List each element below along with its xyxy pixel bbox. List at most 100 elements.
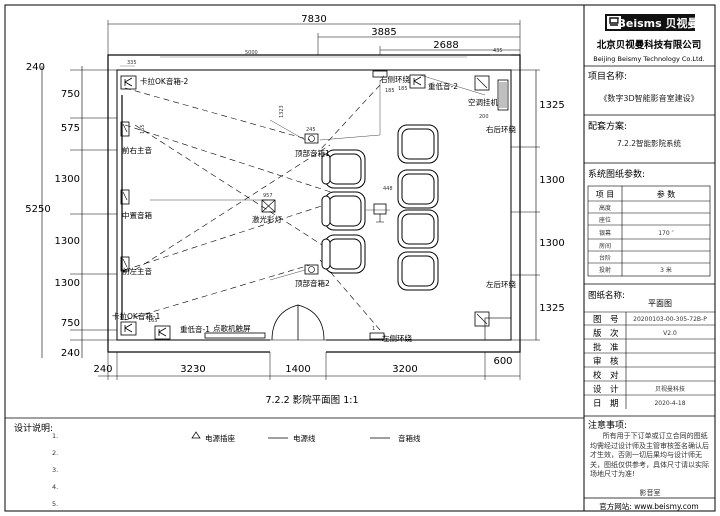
front-left-speaker-icon <box>120 256 130 272</box>
label-karaoke-speaker-2: 卡拉OK音箱-2 <box>140 76 189 86</box>
inner-wall <box>116 69 512 341</box>
dim-top-right: 2688 <box>433 40 458 51</box>
ac-unit-icon <box>497 79 509 111</box>
info-1-b: 次 <box>610 328 619 339</box>
subwoofer-1-icon <box>154 325 171 340</box>
params-header-item: 项 目 <box>596 190 615 199</box>
seat-icon <box>397 169 439 209</box>
label-front-left: 前左主音 <box>122 266 152 276</box>
dim-right-0: 1325 <box>539 100 564 111</box>
seat-icon <box>397 209 439 249</box>
info-6-b: 期 <box>610 399 619 409</box>
info-0-a: 图 <box>593 315 602 325</box>
legend-power-line: 电源线 <box>293 433 316 443</box>
outer-wall <box>107 54 521 353</box>
dim-left-1: 575 <box>61 123 80 134</box>
inner-dim-3: 185 <box>385 88 395 94</box>
inner-dim-1: 245 <box>306 127 316 133</box>
info-5-b: 计 <box>610 384 619 395</box>
design-note-2: 2. <box>52 449 58 457</box>
label-ceiling-1: 顶部音箱1 <box>295 148 330 158</box>
inner-dim-9: 200 <box>479 114 489 120</box>
label-ceiling-2: 顶部音箱2 <box>295 278 330 288</box>
room-label: 影音室 <box>640 488 661 497</box>
seat-icon <box>397 251 439 291</box>
label-rear-right-surround: 右后环绕 <box>486 124 516 134</box>
params-table <box>587 185 711 277</box>
info-6-a: 日 <box>593 399 602 409</box>
project-name-label: 项目名称: <box>588 70 627 82</box>
params-label: 系统图纸参数: <box>588 168 645 180</box>
dim-top-small-center: 5000 <box>245 50 258 56</box>
plan-caption: 7.2.2 影院平面图 1:1 <box>265 394 358 406</box>
dim-left-total: 5250 <box>25 204 50 215</box>
params-header-value: 参 数 <box>657 189 676 199</box>
label-karaoke-speaker-1: 卡拉OK音箱-1 <box>112 311 161 321</box>
param-row-3-name: 房间 <box>599 242 611 250</box>
right-surround-icon <box>372 70 388 78</box>
left-surround-icon <box>369 332 385 340</box>
karaoke-speaker-1-icon <box>120 321 137 336</box>
param-row-5-name: 投射 <box>599 266 611 274</box>
inner-dim-8: 1 <box>372 326 375 332</box>
scheme-name: 7.2.2智能影院系统 <box>617 138 682 148</box>
dim-bottom-2: 1400 <box>285 364 310 375</box>
inner-dim-6: 165 <box>140 124 146 134</box>
projector-icon <box>373 203 387 223</box>
floor-plan: 7830 3885 2688 5250 240 750 575 1300 130… <box>25 14 564 406</box>
drawing-name-label: 图纸名称: <box>588 290 625 301</box>
dim-right-2: 1300 <box>539 238 564 249</box>
inner-dim-4: 448 <box>383 186 393 192</box>
dim-top-small-right: 435 <box>493 48 503 54</box>
info-2-b: 准 <box>610 342 619 353</box>
project-name: 《数字3D智能影音室建设》 <box>599 93 698 103</box>
dim-bottom-4: 600 <box>493 356 512 367</box>
rear-right-surround-icon <box>474 75 490 91</box>
company-name-cn: 北京贝视曼科技有限公司 <box>597 39 702 51</box>
website[interactable]: 官方网站: www.beismy.com <box>599 501 698 511</box>
info-3-b: 核 <box>610 356 619 367</box>
dim-left-top-small: 240 <box>26 62 45 73</box>
door-left <box>271 304 299 341</box>
company-name-en: Beijing Beismy Technology Co.Ltd. <box>593 55 704 63</box>
dim-top-total: 7830 <box>301 14 326 25</box>
param-row-4-name: 台阶 <box>599 254 611 262</box>
dim-left-3: 1300 <box>55 236 80 247</box>
inner-dim-2: 957 <box>263 193 273 199</box>
label-right-surround: 右侧环绕 <box>380 74 410 84</box>
param-row-5-value: 3 米 <box>660 266 672 274</box>
design-notes: 设计说明: 1. 2. 3. 4. 5. 电源插座 电源线 音箱线 <box>14 422 421 508</box>
info-6-value: 2020-4-18 <box>654 400 685 407</box>
design-note-4: 4. <box>52 483 58 491</box>
drawing-name: 平面图 <box>648 299 672 308</box>
seat-icon <box>321 149 366 189</box>
label-subwoofer-1: 重低音-1 <box>180 324 210 334</box>
karaoke-speaker-2-icon <box>120 75 137 90</box>
label-left-surround: 左侧环绕 <box>382 333 412 343</box>
label-laser-light: 激光彩灯 <box>252 214 282 224</box>
notice-text: 所有用于下订单或订立合同的图纸均需经过设计师及主管审核签名确认后才生效，否则一切… <box>590 432 709 478</box>
rear-left-surround-icon <box>474 311 490 327</box>
company-logo: Beisms 贝视曼 <box>605 14 699 31</box>
legend: 电源插座 电源线 音箱线 <box>191 431 421 443</box>
design-note-1: 1. <box>52 432 58 440</box>
label-touch-screen: 点歌机触屏 <box>213 323 251 333</box>
seat-row-back <box>397 124 439 291</box>
param-row-1-name: 座位 <box>599 216 611 224</box>
seat-row-front <box>321 149 366 274</box>
param-row-2-name: 银幕 <box>599 229 611 237</box>
info-table <box>584 311 715 409</box>
legend-socket: 电源插座 <box>205 433 235 443</box>
sheet-border <box>4 4 716 512</box>
info-4-b: 对 <box>610 370 619 381</box>
info-3-a: 审 <box>593 356 602 367</box>
info-0-value: 20200103-00-305-72B-P <box>633 316 707 323</box>
dim-left-5: 750 <box>61 318 80 329</box>
title-block: Beisms 贝视曼 北京贝视曼科技有限公司 Beijing Beismy Te… <box>584 14 715 511</box>
notice-title: 注意事项: <box>588 419 627 431</box>
front-right-speaker-icon <box>120 121 130 137</box>
info-0-b: 号 <box>610 315 619 325</box>
power-socket-icon <box>191 431 201 439</box>
info-5-value: 贝视曼科技 <box>655 385 685 393</box>
